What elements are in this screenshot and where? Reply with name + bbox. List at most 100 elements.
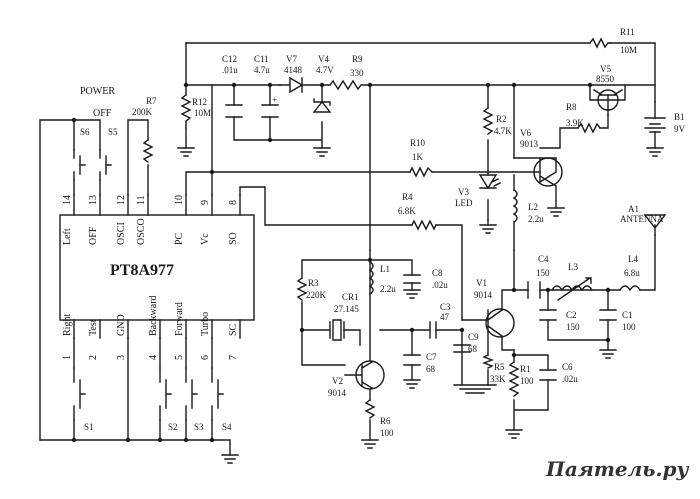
label-V4: V4 — [318, 54, 329, 64]
value-R8: 3.9K — [566, 118, 584, 128]
value-R4: 6.8K — [398, 206, 416, 216]
value-C9: 68 — [468, 344, 478, 354]
ic-pin-label: Test — [88, 319, 99, 336]
label-V5: V5 — [600, 64, 611, 74]
value-CR1: 27.145 — [334, 304, 359, 314]
value-C2: 150 — [566, 322, 580, 332]
ic-pin-number: 11 — [136, 195, 147, 205]
label-R9: R9 — [352, 54, 363, 64]
svg-text:+: + — [272, 95, 277, 105]
label-R1: R1 — [520, 364, 531, 374]
label-C2: C2 — [566, 310, 577, 320]
label-V3: V3 — [458, 187, 469, 197]
label-C7: C7 — [426, 352, 437, 362]
label-L4: L4 — [628, 254, 638, 264]
component-symbols: + — [73, 37, 667, 464]
label-L3: L3 — [568, 262, 578, 272]
value-L2: 2.2u — [528, 214, 544, 224]
value-R7: 200K — [132, 107, 153, 117]
value-C1: 100 — [622, 322, 636, 332]
label-C8: C8 — [432, 268, 443, 278]
ic-pt8a977: PT8A977 — [59, 194, 255, 339]
ic-pin-labels: 14Left13OFF12OSCI11OSCO10PC9Vc8SO1Right2… — [62, 195, 239, 360]
value-L4: 6.8u — [624, 268, 640, 278]
value-V1: 9014 — [474, 290, 493, 300]
label-S6: S6 — [80, 127, 90, 137]
ic-pin-label: Backward — [148, 295, 159, 336]
ic-pin-label: OSCI — [116, 222, 127, 245]
ic-pin-label: SO — [228, 232, 239, 245]
label-R12: R12 — [192, 97, 207, 107]
label-B1: B1 — [674, 112, 685, 122]
ic-name: PT8A977 — [110, 262, 174, 279]
value-V5: 8550 — [596, 74, 615, 84]
value-C12: .01u — [222, 65, 238, 75]
ic-pin-number: 4 — [148, 355, 159, 360]
ic-pin-number: 2 — [88, 355, 99, 360]
label-V2: V2 — [332, 376, 343, 386]
label-A1: A1 — [628, 204, 639, 214]
value-R5: 33K — [490, 374, 506, 384]
ic-pin-label: GND — [116, 314, 127, 336]
ic-pin-number: 13 — [88, 195, 99, 205]
value-C6: .02u — [562, 374, 578, 384]
value-C4: 150 — [536, 268, 550, 278]
component-labels: POWER OFF S6 S5 R7 200K R12 10M C12 .01u… — [80, 27, 686, 438]
label-R10: R10 — [410, 138, 426, 148]
ic-pin-label: SC — [228, 323, 239, 336]
label-C11: C11 — [254, 54, 269, 64]
ic-pin-label: Vc — [200, 233, 211, 245]
label-V1: V1 — [476, 278, 487, 288]
value-V4: 4.7V — [316, 65, 334, 75]
ic-pin-number: 8 — [228, 200, 239, 205]
ic-pin-label: PC — [174, 232, 185, 245]
ic-pin-label: Right — [62, 314, 73, 336]
label-V6: V6 — [520, 128, 531, 138]
value-R12: 10M — [194, 108, 211, 118]
label-C6: C6 — [562, 362, 573, 372]
ic-pin-label: OFF — [88, 226, 99, 245]
ic-pin-label: OSCO — [136, 218, 147, 245]
value-L1: 2.2u — [380, 284, 396, 294]
value-B1: 9V — [674, 124, 686, 134]
value-C11: 4.7u — [254, 65, 270, 75]
label-S2: S2 — [168, 422, 178, 432]
value-C7: 68 — [426, 364, 436, 374]
label-R8: R8 — [566, 102, 577, 112]
ic-pin-number: 5 — [174, 355, 185, 360]
value-R10: 1K — [412, 152, 424, 162]
junctions — [71, 82, 611, 443]
value-R3: 220K — [306, 290, 327, 300]
ic-pin-number: 3 — [116, 355, 127, 360]
label-S3: S3 — [194, 422, 204, 432]
label-C1: C1 — [622, 310, 633, 320]
ic-pin-number: 14 — [62, 195, 73, 205]
value-V7: 4148 — [284, 65, 303, 75]
label-R7: R7 — [146, 96, 157, 106]
ic-pin-number: 10 — [174, 195, 185, 205]
value-C3: 47 — [440, 312, 450, 322]
ic-pin-label: Forward — [174, 302, 185, 336]
value-A1: ANTENNA — [620, 214, 664, 224]
label-R3: R3 — [308, 278, 319, 288]
value-V2: 9014 — [328, 388, 347, 398]
value-V6: 9013 — [520, 139, 539, 149]
label-R2: R2 — [496, 114, 507, 124]
value-R11: 10M — [620, 45, 637, 55]
wiring — [39, 42, 656, 456]
value-R1: 100 — [520, 376, 534, 386]
ic-pin-label: Turbo — [200, 312, 211, 336]
label-L2: L2 — [528, 202, 538, 212]
label-C4: C4 — [538, 254, 549, 264]
label-S5: S5 — [108, 127, 118, 137]
label-C12: C12 — [222, 54, 237, 64]
label-R11: R11 — [620, 27, 635, 37]
watermark: Паятель.ру — [545, 457, 689, 481]
label-S1: S1 — [84, 422, 94, 432]
label-C9: C9 — [468, 332, 479, 342]
ic-pin-label: Left — [62, 228, 73, 245]
power-title: POWER — [80, 86, 115, 97]
ic-pin-number: 6 — [200, 355, 211, 360]
label-V7: V7 — [286, 54, 297, 64]
